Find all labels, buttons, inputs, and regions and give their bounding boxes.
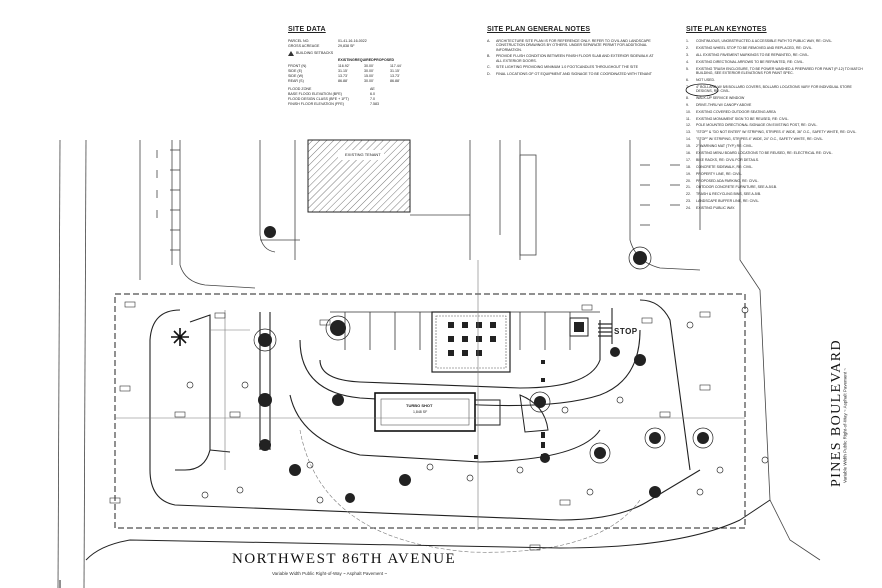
setback-row: FRONT (N)116.92'30.00'117.44' xyxy=(288,64,402,68)
keynote-item: 23.LANDSCAPE BUFFER LINE, RE: CIVIL. xyxy=(686,199,760,204)
bollards xyxy=(474,360,545,459)
east-street-description: Variable Width Public Right-of-Way ~ Asp… xyxy=(842,367,848,484)
proposed-building xyxy=(374,392,549,433)
keynote-item: 6.NOT USED. xyxy=(686,77,715,82)
trash-enclosure xyxy=(569,317,589,337)
setback-row: SIDE (W)13.73'15.00'13.73' xyxy=(288,74,400,78)
site-data-row: PARCEL NO.01-41-16-16-0022 xyxy=(288,39,367,43)
keynote-item: 17.BIKE RACKS, RE: CIVIL FOR DETAILS. xyxy=(686,157,760,162)
existing-tenant-building xyxy=(307,139,411,213)
keynote-item: 22.TRASH & RECYCLING BINS, SEE A-5/B. xyxy=(686,192,762,197)
keynote-item: 24.EXISTING PUBLIC WAY. xyxy=(686,206,736,211)
site-parking-stalls xyxy=(330,311,600,350)
general-note: D.FINAL LOCATIONS OF OT EQUIPMENT AND SI… xyxy=(487,72,652,76)
keynote-item: 11.EXISTING MONUMENT SIGN TO BE REUSED, … xyxy=(686,116,789,121)
keynote-item: 14."STOP" W/ STRIPING, STRIPES 4" WIDE, … xyxy=(686,137,824,142)
property-line xyxy=(114,293,746,529)
flood-row: BASE FLOOD ELEVATION (BFE)6.0 xyxy=(288,92,375,96)
keynote-item: 5.EXISTING TRASH ENCLOSURE, TO BE POWER … xyxy=(686,66,863,75)
stop-marking-label: STOP xyxy=(614,327,638,336)
keynote-item: 15.2" WARNING MAT (TYP.) RE: CIVIL. xyxy=(686,144,754,149)
keynote-item: 20.PROPOSED ADA PARKING, RE: CIVIL. xyxy=(686,178,759,183)
keynote-item: 19.PROPERTY LINE, RE: CIVIL. xyxy=(686,171,743,176)
existing-tenant-label: EXISTING TENANT xyxy=(345,152,381,157)
landscape-trees xyxy=(258,226,709,503)
general-notes-title: SITE PLAN GENERAL NOTES xyxy=(487,26,591,33)
not-used-callout xyxy=(685,83,719,97)
general-note: B.PROVIDE FLUSH CONDITION BETWEEN FINISH… xyxy=(487,54,654,63)
setback-row: SIDE (E)31.15'30.00'31.15' xyxy=(288,69,400,73)
keynote-item: 2.EXISTING WHEEL STOP TO BE REMOVED AND … xyxy=(686,45,813,50)
general-note: A.ARCHITECTURE SITE PLAN IS FOR REFERENC… xyxy=(487,39,651,52)
building-name-label: TURBO SHOT xyxy=(406,403,433,408)
south-road-edge xyxy=(59,499,771,588)
keynotes-title: SITE PLAN KEYNOTES xyxy=(686,26,767,33)
stop-striping xyxy=(598,323,612,337)
keynote-item: 10.EXISTING COVERED OUTDOOR SEATING AREA xyxy=(686,109,776,114)
keynote-item: 13."STOP" & "DO NOT ENTER" W/ STRIPING, … xyxy=(686,130,857,135)
keynote-list: 1.CONTINUOUS, UNOBSTRUCTED & ACCESSIBLE … xyxy=(686,39,878,210)
flood-row: FLOOD DESIGN CLASS (BFE + 1FT)7.0 xyxy=(288,97,375,101)
keynote-item: 21.OUTDOOR CONCRETE FURNITURE, SEE A-5/1… xyxy=(686,185,778,190)
keynote-item: 4.EXISTING DIRECTIONAL ARROWS TO BE REPA… xyxy=(686,59,804,64)
outdoor-seating-area xyxy=(431,311,511,373)
keynote-item: 8.WALK-UP SERVICE WINDOW xyxy=(686,95,745,100)
palm-tree-icon xyxy=(171,328,189,346)
shrubs xyxy=(186,306,769,504)
south-street-description: Variable Width Public Right-of-Way ~ Asp… xyxy=(272,571,388,576)
building-area-label: 1,848 SF xyxy=(413,410,428,414)
setback-headers: EXISTING REQUIRED PROPOSED xyxy=(338,58,395,62)
keynote-item: 1.CONTINUOUS, UNOBSTRUCTED & ACCESSIBLE … xyxy=(686,39,833,43)
site-data-panel: SITE DATA PARCEL NO.01-41-16-16-0022 GRO… xyxy=(288,26,463,107)
site-data-title: SITE DATA xyxy=(288,26,326,33)
setbacks-label: BUILDING SETBACKS xyxy=(288,51,463,56)
keynotes-panel: SITE PLAN KEYNOTES 1.CONTINUOUS, UNOBSTR… xyxy=(686,26,878,213)
keynote-item: 12.POLE MOUNTED DIRECTIONAL SIGNAGE ON E… xyxy=(686,123,818,128)
general-notes-panel: SITE PLAN GENERAL NOTES A.ARCHITECTURE S… xyxy=(487,26,667,79)
revision-triangle-icon xyxy=(288,51,294,56)
general-note: C.SITE LIGHTING PROVIDING MINIMUM 1.0 FO… xyxy=(487,65,638,70)
flood-row: FINISH FLOOR ELEVATION (FFE)7.583 xyxy=(288,102,379,106)
north-parking-stalls xyxy=(156,140,680,265)
keynote-item: 3.ALL EXISTING PAVEMENT MARKINGS TO BE R… xyxy=(686,52,810,57)
reference-lines xyxy=(115,260,745,553)
south-street-name: NORTHWEST 86TH AVENUE xyxy=(232,551,457,567)
keynote-item: 9.DRIVE-THRU W/ CANOPY ABOVE xyxy=(686,102,752,107)
keynote-item: 18.CONCRETE SIDEWALK, RE: CIVIL. xyxy=(686,164,754,169)
setback-row: REAR (S)86.88'30.00'86.88' xyxy=(288,79,400,83)
keynote-item: 16.EXISTING MENU BOARD LOCATIONS TO BE R… xyxy=(686,150,833,155)
existing-tenant-parking xyxy=(259,140,537,260)
tree-crowns xyxy=(253,246,714,464)
keynote-item: 7.4" BOLLARD W/ 5/8 BOLLARD COVERS, BOLL… xyxy=(686,84,852,93)
keynote-tags xyxy=(109,301,711,551)
